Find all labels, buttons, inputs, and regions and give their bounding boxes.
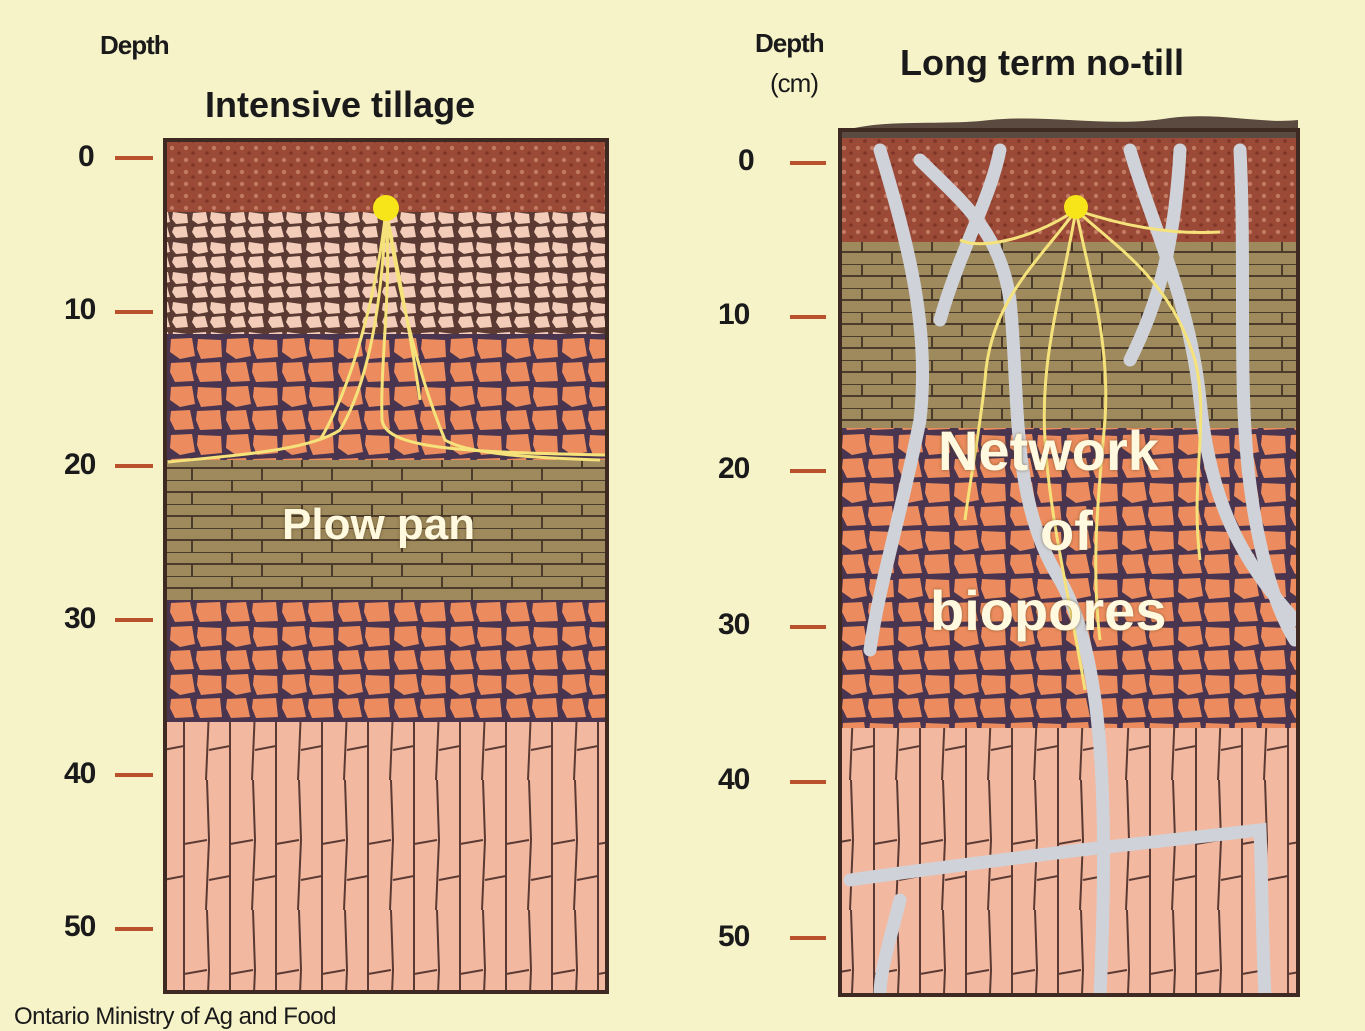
left-tick-label-10: 10 [64,293,95,327]
right-seed-icon [1064,195,1088,219]
biopore-overlay-line2: of [1040,498,1093,563]
right-tick-mark-30 [790,625,826,629]
left-tick-mark-10 [115,310,153,314]
right-tick-mark-20 [790,469,826,473]
biopore-overlay-line3: biopores [930,578,1166,643]
right-panel-title: Long term no-till [900,42,1184,84]
left-tick-label-30: 30 [64,602,95,636]
right-topsoil-layer [840,130,1298,242]
right-tick-mark-10 [790,315,826,319]
right-tick-label-20: 20 [718,452,749,486]
right-depth-unit-label: (cm) [770,68,818,99]
right-tick-label-30: 30 [718,608,749,642]
left-panel-title: Intensive tillage [205,84,475,126]
right-tick-mark-40 [790,780,826,784]
left-tick-mark-30 [115,618,153,622]
left-tick-mark-40 [115,773,153,777]
left-soil-column [165,140,607,992]
left-tick-label-0: 0 [78,140,94,174]
right-tick-label-10: 10 [718,298,749,332]
left-depth-axis-label: Depth [100,30,169,61]
left-seed-icon [373,195,399,221]
left-tick-label-20: 20 [64,448,95,482]
right-tick-label-0: 0 [738,144,754,178]
right-tick-label-50: 50 [718,920,749,954]
right-tick-mark-50 [790,936,826,940]
left-lower-clod-layer [165,600,607,722]
left-columnar-subsoil [165,722,607,992]
biopore-overlay-line1: Network [938,418,1159,483]
left-tick-mark-50 [115,927,153,931]
source-credit: Ontario Ministry of Ag and Food [14,1003,336,1031]
left-tick-label-40: 40 [64,757,95,791]
right-tick-mark-0 [790,161,826,165]
left-clod-layer [165,334,607,460]
right-depth-axis-label: Depth [755,28,824,59]
left-tick-mark-0 [115,156,153,160]
left-tick-mark-20 [115,464,153,468]
left-tick-label-50: 50 [64,910,95,944]
crop-residue-layer [840,116,1298,138]
right-tick-label-40: 40 [718,763,749,797]
right-columnar-subsoil [840,728,1298,995]
plow-pan-label: Plow pan [282,500,475,550]
